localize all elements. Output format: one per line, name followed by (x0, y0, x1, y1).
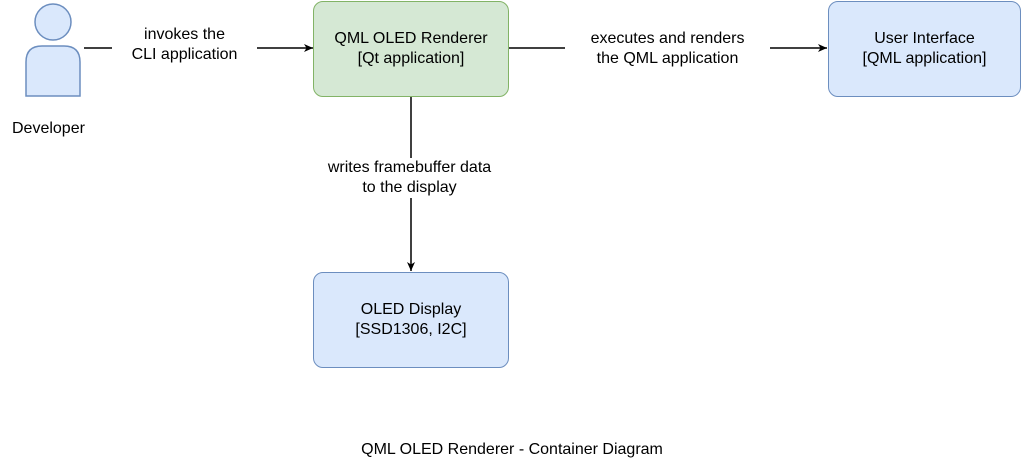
edge-invokes-label-line1: invokes the (144, 26, 225, 43)
node-ui-subtitle: [QML application] (862, 50, 987, 67)
developer-actor-icon (25, 3, 81, 97)
edge-writes-label-line1: writes framebuffer data (327, 159, 492, 176)
edge-invokes-label-line2: CLI application (131, 46, 238, 63)
node-renderer-title: QML OLED Renderer (334, 30, 488, 47)
edge-writes-label-line2: to the display (362, 179, 457, 196)
node-oled-display: OLED Display [SSD1306, I2C] (313, 272, 509, 368)
edge-executes-label-line2: the QML application (596, 50, 739, 67)
edge-executes-label-line1: executes and renders (590, 30, 745, 47)
diagram-caption: QML OLED Renderer - Container Diagram (361, 441, 663, 458)
node-qml-oled-renderer: QML OLED Renderer [Qt application] (313, 1, 509, 97)
edge-executes-label: executes and renders the QML application (565, 29, 770, 69)
edge-writes-label: writes framebuffer data to the display (302, 158, 517, 198)
edge-invokes-label: invokes the CLI application (112, 25, 257, 65)
node-renderer-subtitle: [Qt application] (357, 50, 465, 67)
node-ui-title: User Interface (874, 30, 975, 47)
node-oled-subtitle: [SSD1306, I2C] (355, 321, 467, 338)
node-oled-title: OLED Display (360, 301, 462, 318)
developer-label: Developer (12, 120, 85, 137)
node-user-interface: User Interface [QML application] (828, 1, 1021, 97)
